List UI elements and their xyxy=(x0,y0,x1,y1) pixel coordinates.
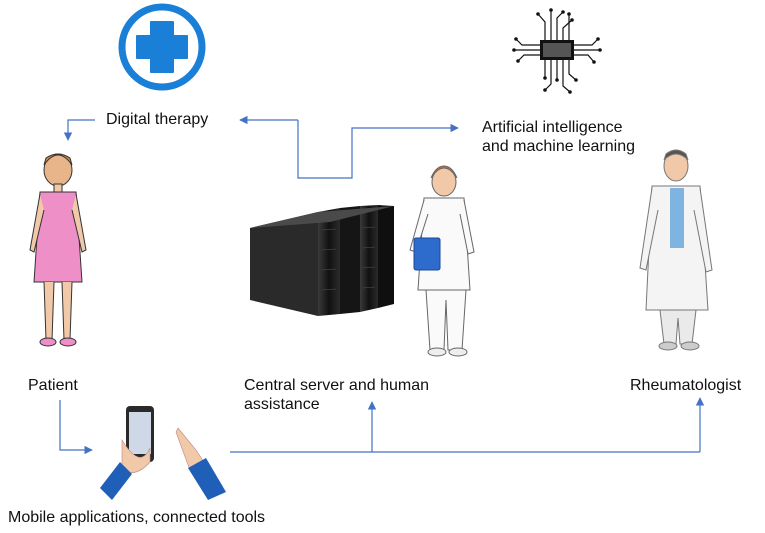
medical-cross-icon xyxy=(118,3,206,91)
arrow-therapy-to-patient xyxy=(63,119,95,141)
doctor-figure xyxy=(639,149,713,351)
line-hub-bracket xyxy=(297,120,418,179)
server-label-line2: assistance xyxy=(244,396,320,413)
arrow-patient-to-mobile xyxy=(59,400,93,455)
digital-therapy-label: Digital therapy xyxy=(106,111,209,128)
mobile-label: Mobile applications, connected tools xyxy=(8,509,266,526)
connector-lines xyxy=(59,115,705,455)
ai-label-line2: and machine learning xyxy=(482,138,635,155)
patient-figure xyxy=(29,153,87,347)
ai-chip-icon xyxy=(512,8,602,94)
patient-label: Patient xyxy=(28,377,78,394)
smartphone-hands-icon xyxy=(100,406,226,500)
server-rack-icon xyxy=(250,205,394,316)
nurse-figure xyxy=(409,165,475,357)
rheumatologist-label: Rheumatologist xyxy=(630,377,742,394)
ai-label-line1: Artificial intelligence xyxy=(482,119,623,136)
server-label-line1: Central server and human xyxy=(244,377,429,394)
